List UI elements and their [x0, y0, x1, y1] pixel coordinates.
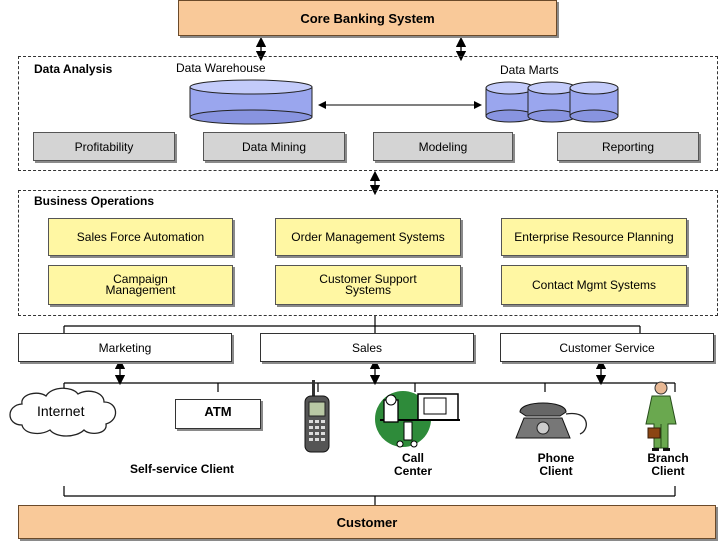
- businessman-icon: [645, 381, 677, 451]
- function-client-arrows: [114, 358, 607, 386]
- customer-bar: Customer: [18, 505, 716, 539]
- modeling-box: Modeling: [373, 132, 513, 161]
- data-mining-box: Data Mining: [203, 132, 345, 161]
- atm-box: ATM: [175, 399, 261, 429]
- client-bottom-bracket: [63, 486, 676, 505]
- contact-mgmt-systems-box: Contact Mgmt Systems: [501, 265, 687, 305]
- phone-client-label: Phone Client: [537, 451, 575, 478]
- call-center-icon: [375, 391, 460, 448]
- desk-phone-icon: [515, 402, 587, 439]
- sales-force-automation-box: Sales Force Automation: [48, 218, 233, 256]
- branch-client-label: Branch Client: [647, 451, 689, 478]
- customer-support-systems-box: Customer Support Systems: [275, 265, 461, 305]
- data-marts-label: Data Marts: [500, 63, 559, 77]
- internet-label: Internet: [37, 403, 85, 419]
- business-operations-label: Business Operations: [34, 194, 155, 208]
- call-center-label: Call Center: [393, 451, 432, 478]
- ops-functions-tree: [63, 316, 641, 333]
- cloud-icon: [9, 387, 117, 437]
- business-operations-section: [18, 190, 718, 316]
- mobile-phone-icon: [304, 380, 330, 453]
- data-marts-cylinders: [485, 81, 619, 123]
- profitability-box: Profitability: [33, 132, 175, 161]
- data-warehouse-label: Data Warehouse: [176, 61, 266, 75]
- erp-box: Enterprise Resource Planning: [501, 218, 687, 256]
- core-banking-system: Core Banking System: [178, 0, 557, 36]
- data-warehouse-cylinder: [189, 79, 313, 125]
- customer-service-box: Customer Service: [500, 333, 714, 362]
- data-analysis-label: Data Analysis: [34, 62, 113, 76]
- self-service-client-label: Self-service Client: [130, 462, 235, 476]
- data-analysis-section: [18, 56, 718, 171]
- reporting-box: Reporting: [557, 132, 699, 161]
- campaign-management-box: Campaign Management: [48, 265, 233, 305]
- marketing-box: Marketing: [18, 333, 232, 362]
- order-management-systems-box: Order Management Systems: [275, 218, 461, 256]
- sales-box: Sales: [260, 333, 474, 362]
- client-top-bracket: [63, 382, 676, 392]
